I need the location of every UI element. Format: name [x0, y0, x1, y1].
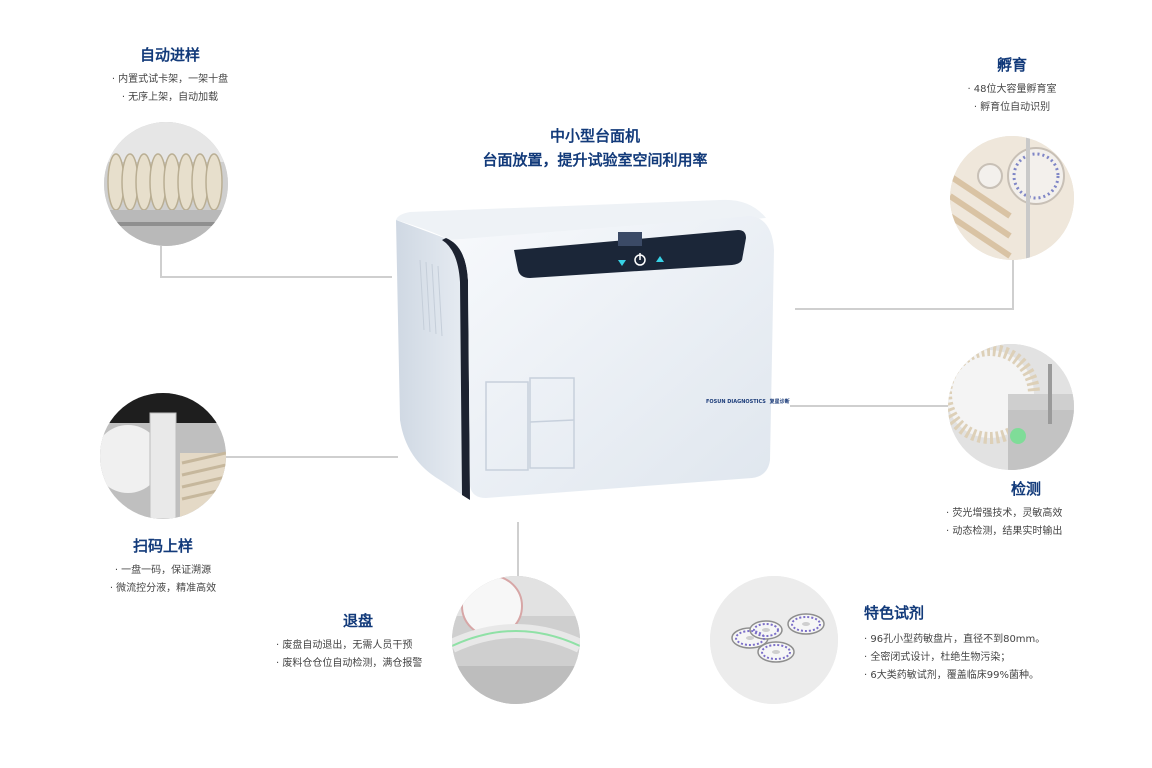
feature-bullet: · 废料仓仓位自动检测，满仓报警: [276, 658, 423, 669]
feature-eject: 退盘 · 废盘自动退出，无需人员干预 · 废料仓仓位自动检测，满仓报警: [276, 610, 440, 673]
feature-auto-sampling: 自动进样 · 内置式试卡架，一架十盘 · 无序上架，自动加载: [90, 44, 250, 107]
feature-title: 孵育: [996, 56, 1027, 74]
headline: 中小型台面机 台面放置，提升试验室空间利用率: [430, 124, 760, 172]
feature-title: 检测: [1010, 480, 1041, 498]
incubation-photo: [950, 136, 1074, 260]
analyzer-device: [390, 190, 780, 510]
feature-bullet: · 6大类药敏试剂，覆盖临床99%菌种。: [864, 670, 1039, 681]
feature-bullet: · 48位大容量孵育室: [967, 84, 1057, 95]
brand-text: FOSUN DIAGNOSTICS: [706, 399, 766, 405]
feature-detection: 检测 · 荧光增强技术，灵敏高效 · 动态检测，结果实时输出: [946, 478, 1106, 541]
reagent-photo: [710, 576, 838, 704]
eject-photo: [452, 576, 580, 704]
feature-bullet: · 动态检测，结果实时输出: [946, 526, 1063, 537]
headline-line2: 台面放置，提升试验室空间利用率: [482, 151, 708, 169]
feature-title: 退盘: [342, 612, 373, 630]
scan-photo: [100, 393, 226, 519]
device-brand: FOSUN DIAGNOSTICS 复星诊断: [706, 398, 790, 405]
feature-bullet: · 微流控分液，精准高效: [109, 583, 217, 594]
detection-photo: [948, 344, 1074, 470]
feature-bullet: · 荧光增强技术，灵敏高效: [946, 508, 1063, 519]
feature-title: 自动进样: [139, 46, 200, 64]
feature-title: 扫码上样: [132, 537, 193, 555]
feature-bullet: · 废盘自动退出，无需人员干预: [276, 640, 413, 651]
brand-text-cn: 复星诊断: [769, 399, 790, 405]
feature-title: 特色试剂: [864, 604, 925, 622]
auto-sampling-photo: [104, 122, 228, 246]
headline-line1: 中小型台面机: [549, 127, 640, 145]
feature-incubation: 孵育 · 48位大容量孵育室 · 孵育位自动识别: [932, 54, 1092, 117]
feature-bullet: · 无序上架，自动加载: [121, 92, 219, 103]
feature-bullet: · 一盘一码，保证溯源: [114, 565, 212, 576]
feature-scan: 扫码上样 · 一盘一码，保证溯源 · 微流控分液，精准高效: [83, 535, 243, 598]
feature-reagent: 特色试剂 · 96孔小型药敏盘片，直径不到80mm。 · 全密闭式设计，杜绝生物…: [864, 602, 1074, 685]
feature-bullet: · 内置式试卡架，一架十盘: [111, 74, 229, 85]
feature-bullet: · 孵育位自动识别: [973, 102, 1051, 113]
feature-bullet: · 96孔小型药敏盘片，直径不到80mm。: [864, 634, 1046, 645]
feature-bullet: · 全密闭式设计，杜绝生物污染；: [864, 652, 1011, 663]
